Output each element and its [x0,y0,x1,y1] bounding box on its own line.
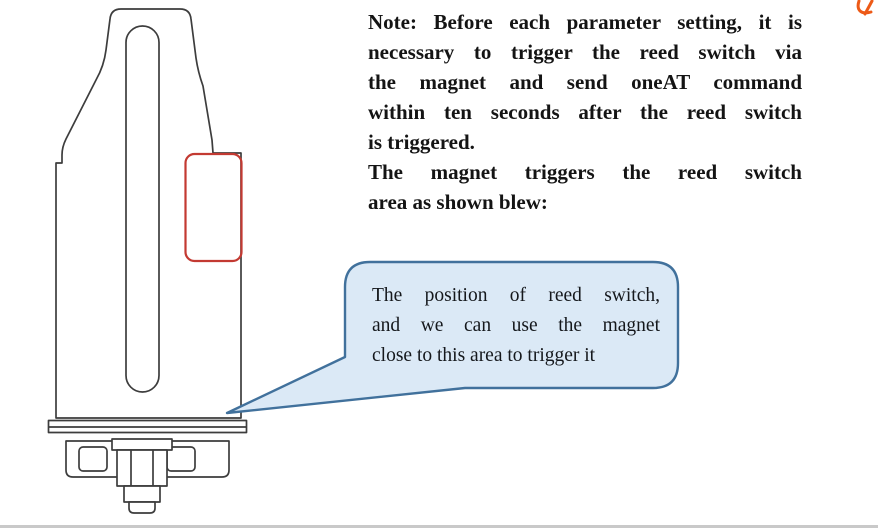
note-line: the magnet and send oneAT command [368,70,802,94]
reed-switch-area-highlight [184,152,243,263]
device-diagram [47,8,248,514]
note-line: area as shown blew: [368,190,548,214]
callout-line: close to this area to trigger it [372,345,596,366]
callout-line: and we can use the magnet [372,315,660,336]
corner-mark [856,0,874,16]
orange-pen-mark-icon [856,0,874,16]
note-line: is triggered. [368,130,475,154]
callout [225,260,680,415]
note-line: within ten seconds after the reed switch [368,100,802,124]
device-slot [125,25,160,393]
callout-line: The position of reed switch, [372,285,660,306]
note-line: The magnet triggers the reed switch [368,160,802,184]
device-line-art [47,8,248,514]
callout-text: The position of reed switch, and we can … [372,281,660,371]
callout-bubble [225,260,680,415]
note-line: Note: Before each parameter setting, it … [368,10,802,34]
note-text: Note: Before each parameter setting, it … [368,7,802,217]
device-bolt [111,438,173,514]
note-line: necessary to trigger the reed switch via [368,40,802,64]
device-mount-plate [47,419,248,434]
